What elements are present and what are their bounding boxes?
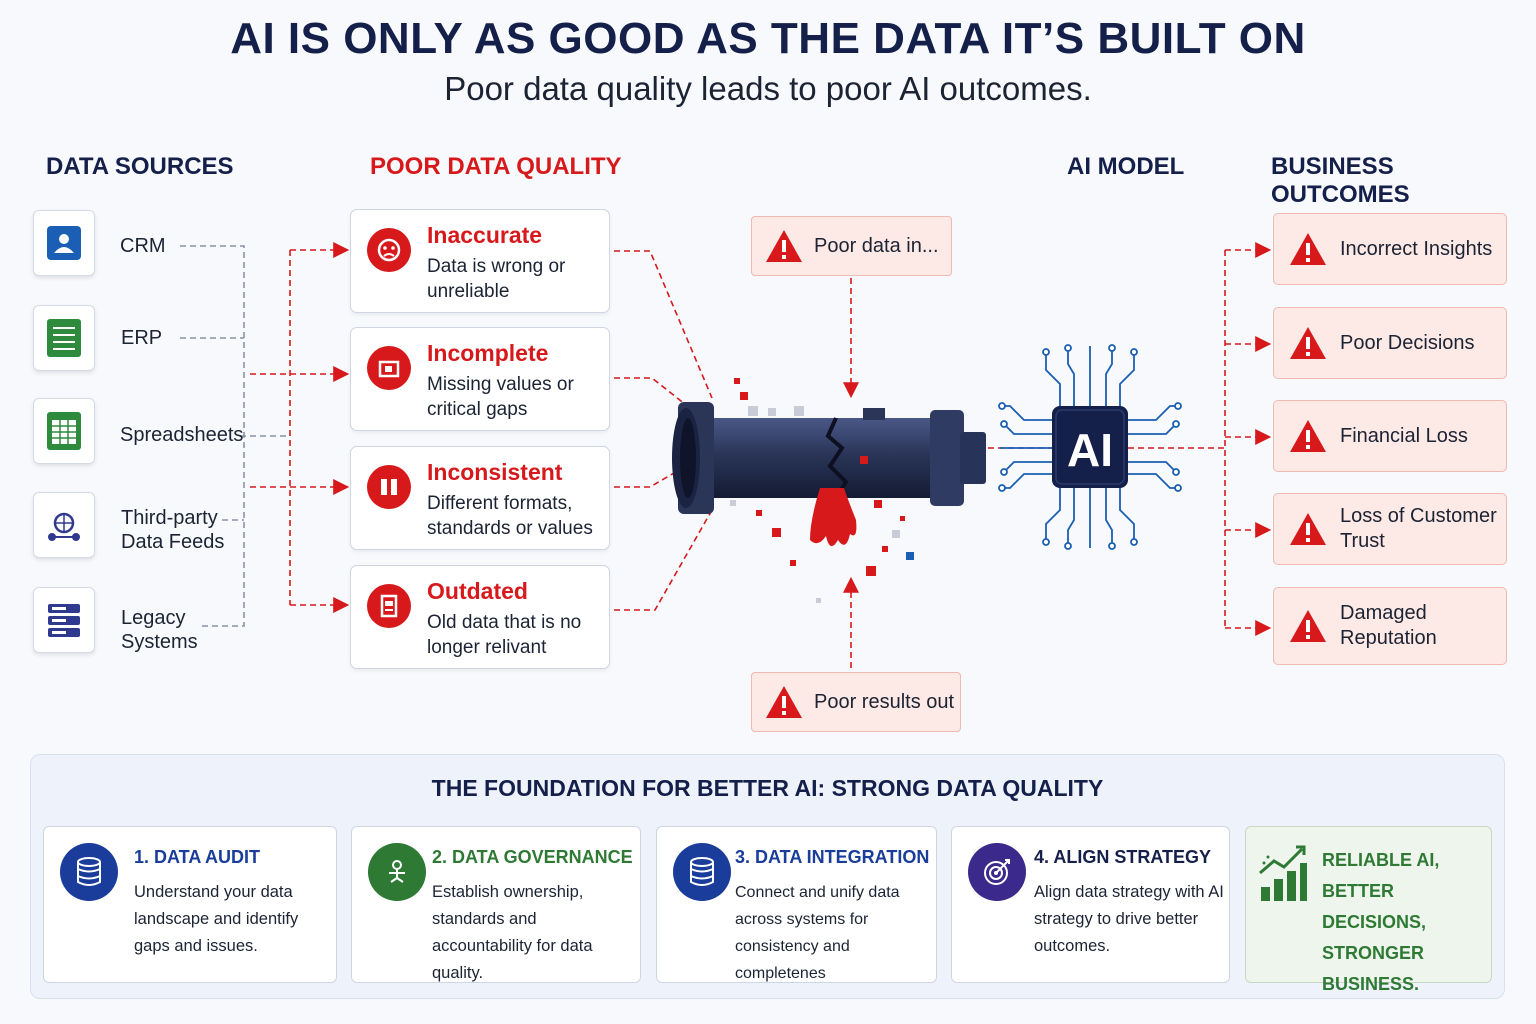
warning-icon	[1290, 513, 1326, 545]
spreadsheet-icon	[47, 412, 81, 450]
ai-chip-label: AI	[1067, 424, 1113, 476]
columns-icon	[367, 465, 411, 509]
step-card-align-strategy: 4. ALIGN STRATEGY Align data strategy wi…	[951, 826, 1230, 983]
ai-chip-illustration: AI	[998, 344, 1182, 550]
erp-tile	[33, 305, 95, 371]
poor-data-in-box: Poor data in...	[751, 216, 952, 276]
quality-desc: Old data that is no longer relivant	[427, 612, 582, 658]
quality-desc: Missing values or critical gaps	[427, 374, 574, 420]
outcome-incorrect-insights: Incorrect Insights	[1273, 213, 1507, 285]
poor-data-in-label: Poor data in...	[814, 234, 939, 257]
quality-title: Incomplete	[427, 340, 549, 366]
poor-results-out-box: Poor results out	[751, 672, 961, 732]
final-line-2: BETTER DECISIONS,	[1322, 881, 1427, 932]
outcome-loss-of-customer-trust: Loss of Customer Trust	[1273, 493, 1507, 565]
step-title: 3. DATA INTEGRATION	[735, 847, 930, 867]
database-icon	[60, 843, 118, 901]
step-desc: Understand your data landscape and ident…	[134, 883, 299, 955]
quality-desc: Data is wrong or unreliable	[427, 256, 566, 302]
document-icon	[367, 584, 411, 628]
data-sources-heading: DATA SOURCES	[46, 153, 234, 180]
warning-icon	[766, 230, 802, 262]
step-title: 1. DATA AUDIT	[134, 847, 260, 867]
third-party-label: Third-party Data Feeds	[121, 507, 225, 553]
erp-label: ERP	[121, 327, 163, 349]
step-desc: Establish ownership, standards and accou…	[432, 883, 593, 982]
quality-title: Inconsistent	[427, 459, 563, 485]
foundation-title: THE FOUNDATION FOR BETTER AI: STRONG DAT…	[431, 775, 1104, 801]
quality-card-incomplete: Incomplete Missing values or critical ga…	[350, 327, 610, 431]
final-line-3: STRONGER BUSINESS.	[1322, 943, 1425, 994]
face-icon	[367, 228, 411, 272]
business-outcomes-heading: BUSINESS OUTCOMES	[1271, 153, 1410, 208]
quality-title: Inaccurate	[427, 222, 543, 248]
poor-results-out-label: Poor results out	[814, 690, 955, 713]
step-title: 2. DATA GOVERNANCE	[432, 847, 633, 867]
legacy-systems-tile	[33, 587, 95, 653]
quality-card-outdated: Outdated Old data that is no longer reli…	[350, 565, 610, 669]
outcome-label: Loss of Customer Trust	[1340, 505, 1497, 552]
final-line-1: RELIABLE AI,	[1322, 850, 1440, 870]
step-desc: Align data strategy with AI strategy to …	[1034, 883, 1224, 955]
spreadsheets-label: Spreadsheets	[120, 424, 244, 446]
server-icon	[48, 604, 80, 637]
outcome-label: Poor Decisions	[1340, 331, 1475, 354]
target-icon	[968, 843, 1026, 901]
missing-icon	[367, 346, 411, 390]
quality-card-inaccurate: Inaccurate Data is wrong or unreliable	[350, 209, 610, 313]
spreadsheets-tile	[33, 398, 95, 464]
warning-icon	[1290, 420, 1326, 452]
outcome-label: Damaged Reputation	[1340, 602, 1437, 649]
network-icon	[48, 512, 80, 541]
outcome-label: Incorrect Insights	[1340, 237, 1493, 260]
quality-card-inconsistent: Inconsistent Different formats, standard…	[350, 446, 610, 550]
user-icon	[47, 226, 81, 260]
quality-desc: Different formats, standards or values	[427, 493, 593, 539]
warning-icon	[1290, 327, 1326, 359]
crm-tile	[33, 210, 95, 276]
page-subtitle: Poor data quality leads to poor AI outco…	[444, 70, 1092, 107]
ai-model-heading: AI MODEL	[1067, 153, 1185, 180]
step-card-data-governance: 2. DATA GOVERNANCE Establish ownership, …	[351, 826, 641, 983]
step-desc: Connect and unify data across systems fo…	[735, 884, 900, 982]
page-title: AI IS ONLY AS GOOD AS THE DATA IT’S BUIL…	[230, 14, 1306, 63]
legacy-systems-label: Legacy Systems	[121, 607, 198, 653]
step-card-data-audit: 1. DATA AUDIT Understand your data lands…	[43, 826, 337, 983]
leaking-pipe-illustration	[672, 378, 986, 603]
crm-label: CRM	[120, 235, 166, 257]
step-title: 4. ALIGN STRATEGY	[1034, 847, 1212, 867]
poor-data-quality-heading: POOR DATA QUALITY	[370, 153, 622, 180]
outcome-damaged-reputation: Damaged Reputation	[1273, 587, 1507, 665]
database-icon	[673, 843, 731, 901]
third-party-tile	[33, 492, 95, 558]
quality-title: Outdated	[427, 578, 528, 604]
outcome-poor-decisions: Poor Decisions	[1273, 307, 1507, 379]
outcome-label: Financial Loss	[1340, 424, 1468, 447]
step-card-data-integration: 3. DATA INTEGRATION Connect and unify da…	[656, 826, 937, 983]
warning-icon	[1290, 233, 1326, 265]
final-outcome-text: RELIABLE AI, BETTER DECISIONS, STRONGER …	[1322, 845, 1491, 1000]
growth-chart-icon	[1259, 845, 1307, 901]
final-outcome-card: RELIABLE AI, BETTER DECISIONS, STRONGER …	[1245, 826, 1492, 994]
outcome-financial-loss: Financial Loss	[1273, 400, 1507, 472]
governance-icon	[368, 843, 426, 901]
warning-icon	[1290, 610, 1326, 642]
warning-icon	[766, 686, 802, 718]
list-icon	[47, 319, 81, 357]
